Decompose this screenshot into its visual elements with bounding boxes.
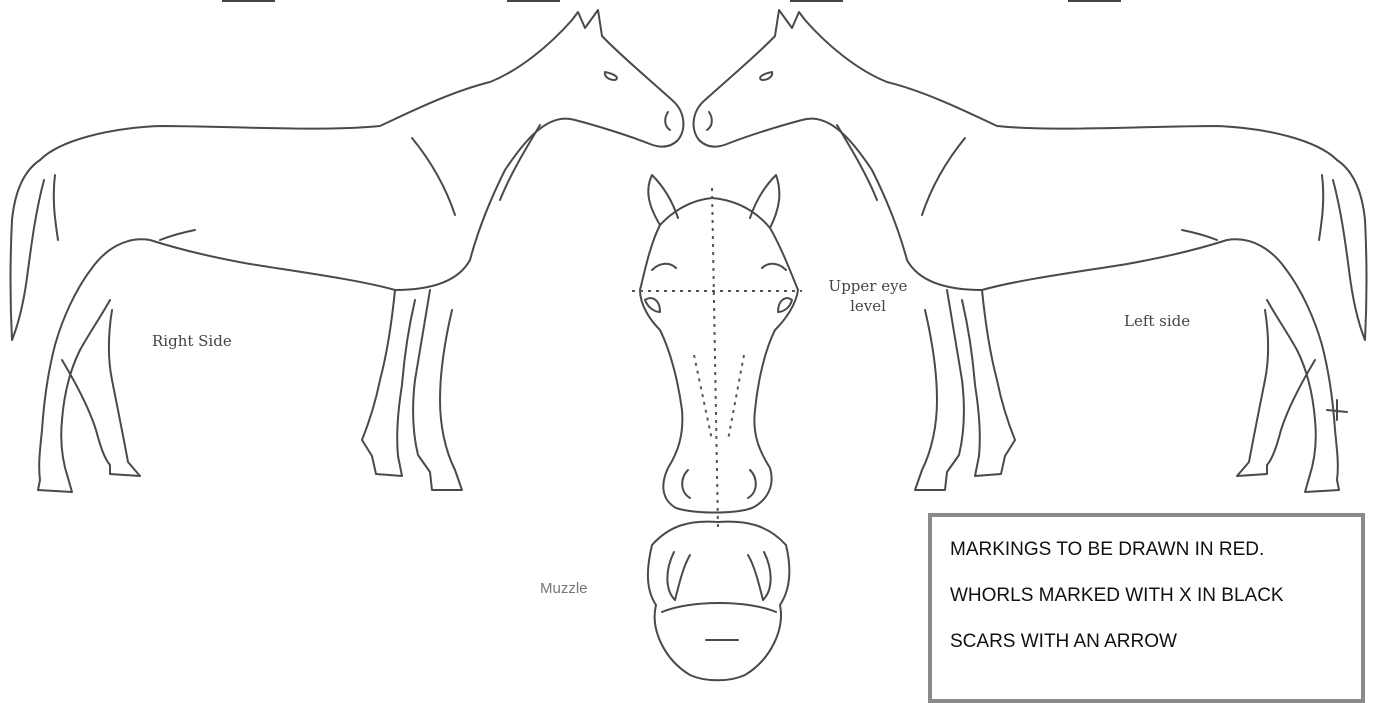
instructions-box: MARKINGS TO BE DRAWN IN RED. WHORLS MARK… [928, 513, 1365, 703]
left-side-horse [694, 10, 1367, 492]
muzzle-label: Muzzle [540, 580, 588, 597]
muzzle-drawing [648, 522, 789, 681]
left-side-label: Left side [1124, 312, 1190, 330]
right-side-horse [11, 10, 684, 492]
right-side-label: Right Side [152, 332, 232, 350]
instruction-scars: SCARS WITH AN ARROW [950, 619, 1361, 665]
instruction-markings: MARKINGS TO BE DRAWN IN RED. [950, 527, 1361, 573]
instruction-whorls: WHORLS MARKED WITH X IN BLACK [950, 573, 1361, 619]
front-head [632, 175, 802, 528]
upper-eye-label-line2: level [818, 296, 918, 316]
horse-marking-diagram: Right Side Left side Upper eye level Muz… [0, 0, 1377, 685]
upper-eye-level-label: Upper eye level [818, 276, 918, 316]
upper-eye-label-line1: Upper eye [818, 276, 918, 296]
